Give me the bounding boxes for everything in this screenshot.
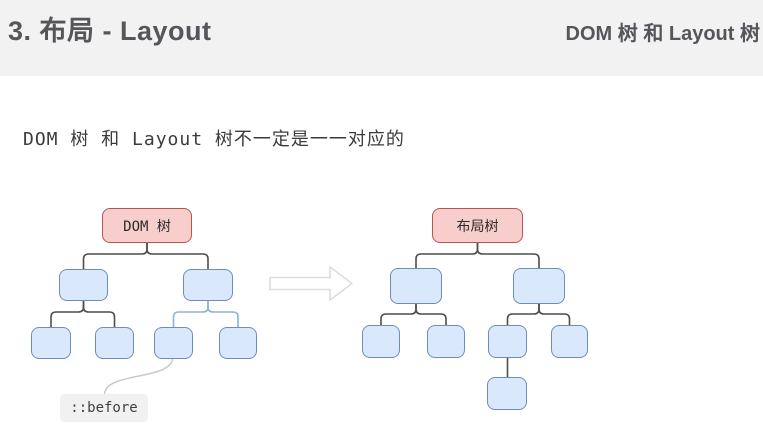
before-pseudo-label: ::before <box>60 394 148 422</box>
dom-tree-branch-right <box>183 269 233 301</box>
layout-tree-branch-right <box>513 268 565 304</box>
right-arrow-icon <box>269 266 353 301</box>
dom-tree-leaf-3 <box>154 327 193 359</box>
slide-header: 3. 布局 - Layout DOM 树 和 Layout 树 <box>0 0 763 76</box>
dom-tree-root-node: DOM 树 <box>102 208 192 243</box>
layout-tree-leaf-3 <box>488 325 527 358</box>
header-subtitle: DOM 树 和 Layout 树 <box>565 23 760 45</box>
dom-tree-leaf-1 <box>31 327 71 359</box>
statement-text: DOM 树 和 Layout 树不一定是一一对应的 <box>23 129 405 150</box>
dom-tree-leaf-2 <box>95 327 134 359</box>
layout-tree-extra-child <box>487 377 527 410</box>
layout-tree-root-node: 布局树 <box>432 208 523 243</box>
layout-tree-leaf-4 <box>551 325 588 358</box>
layout-tree-leaf-2 <box>427 325 465 358</box>
layout-tree-branch-left <box>390 268 442 304</box>
dom-tree-branch-left <box>59 269 108 301</box>
dom-tree-leaf-4 <box>219 327 257 359</box>
layout-tree-leaf-1 <box>362 325 400 358</box>
page-title: 3. 布局 - Layout <box>8 16 212 46</box>
